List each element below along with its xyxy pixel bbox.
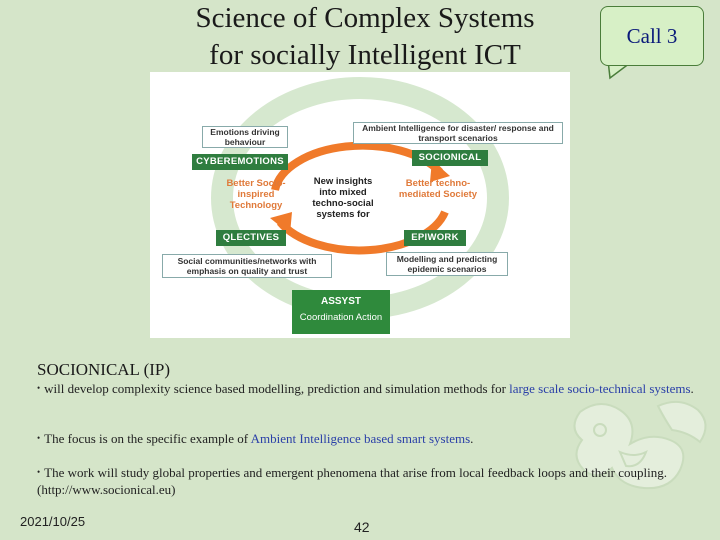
better-right-text: Better techno-mediated Society: [398, 178, 478, 200]
call-callout: Call 3: [600, 6, 704, 66]
orange-arrowhead-bottom: [270, 212, 292, 234]
title-line-2: for socially Intelligent ICT: [209, 39, 521, 71]
better-left-text: Better Socio-inspired Technology: [226, 178, 286, 211]
title-line-1: Science of Complex Systems: [195, 2, 535, 34]
socionical-box: SOCIONICAL: [412, 150, 488, 166]
page-number: 42: [354, 519, 370, 535]
orange-arrow-bottom: [276, 210, 449, 255]
bullet-3: •The work will study global properties a…: [37, 465, 668, 497]
dragon-watermark-icon: [573, 400, 707, 490]
section-heading: SOCIONICAL (IP): [37, 360, 171, 379]
ambient-box: Ambient Intelligence for disaster/ respo…: [353, 122, 563, 144]
projects-diagram: Emotions driving behaviour CYBEREMOTIONS…: [150, 72, 570, 338]
qlectives-box: QLECTIVES: [216, 230, 286, 246]
social-communities-box: Social communities/networks with emphasi…: [162, 254, 332, 278]
slide-title: Science of Complex Systems for socially …: [150, 0, 580, 74]
footer-date: 2021/10/25: [20, 514, 86, 529]
assyst-label: ASSYST: [320, 296, 361, 307]
center-insights-text: New insights into mixed techno-social sy…: [312, 176, 374, 220]
emotions-box: Emotions driving behaviour: [202, 126, 288, 148]
bullet-2: •The focus is on the specific example of…: [37, 431, 474, 446]
epiwork-box: EPIWORK: [404, 230, 466, 246]
modelling-box: Modelling and predicting epidemic scenar…: [386, 252, 508, 276]
socionical-link[interactable]: (http://www.socionical.eu): [37, 482, 176, 497]
cyberemotions-box: CYBEREMOTIONS: [192, 154, 288, 170]
bullet-1: •will develop complexity science based m…: [37, 381, 694, 396]
assyst-box: ASSYST Coordination Action: [292, 290, 390, 334]
coordination-label: Coordination Action: [299, 312, 383, 323]
